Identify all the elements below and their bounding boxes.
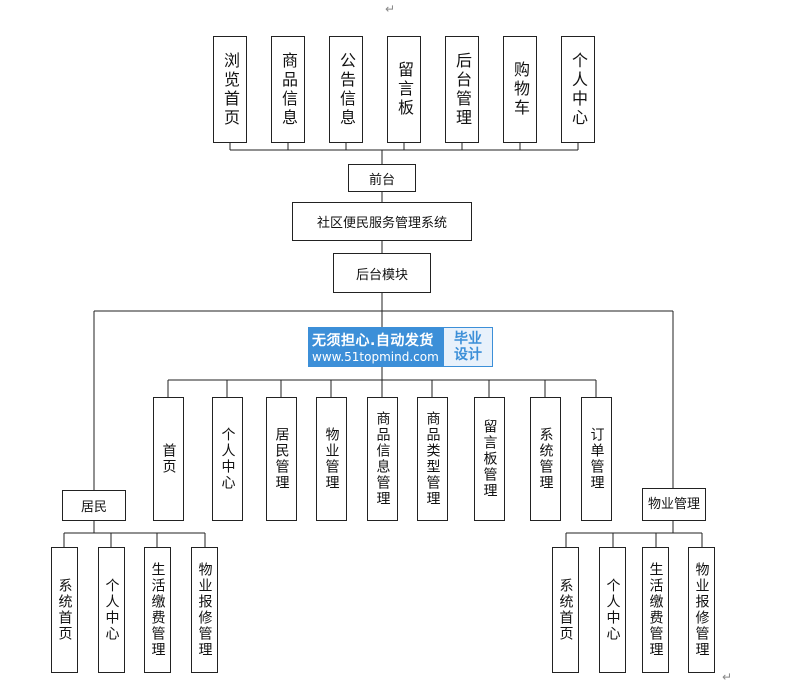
backend-item-property-management: 物业管理 (316, 397, 347, 521)
paragraph-mark-icon: ↵ (385, 2, 396, 16)
property-node: 物业管理 (642, 488, 706, 521)
node-label: 商品类型管理 (424, 411, 441, 507)
node-label: 居民管理 (273, 427, 290, 491)
frontend-item-message-board: 留言板 (387, 36, 421, 143)
node-label: 前台 (368, 172, 395, 188)
frontend-item-backend-management: 后台管理 (445, 36, 479, 143)
node-label: 个人中心 (604, 578, 621, 642)
node-label: 留言板 (395, 61, 414, 118)
frontend-item-shopping-cart: 购物车 (503, 36, 537, 143)
property-item-property-repair: 物业报修管理 (688, 547, 715, 673)
frontend-item-browse-home: 浏览首页 (213, 36, 247, 143)
system-root-node: 社区便民服务管理系统 (292, 202, 472, 241)
node-label: 生活缴费管理 (149, 562, 166, 658)
node-label: 物业管理 (323, 427, 340, 491)
node-label: 商品信息管理 (374, 411, 391, 507)
node-label: 商品信息 (279, 51, 298, 128)
node-label: 系统首页 (557, 578, 574, 642)
watermark-main: 无须担心.自动发货 www.51topmind.com (308, 327, 443, 367)
backend-item-order-management: 订单管理 (581, 397, 612, 521)
watermark-url: www.51topmind.com (312, 350, 439, 364)
node-label: 订单管理 (588, 427, 605, 491)
node-label: 首页 (160, 443, 177, 475)
frontend-node: 前台 (348, 164, 416, 192)
backend-item-personal-center: 个人中心 (212, 397, 243, 521)
property-item-personal-center: 个人中心 (599, 547, 626, 673)
resident-item-living-payment: 生活缴费管理 (144, 547, 171, 673)
node-label: 个人中心 (219, 427, 236, 491)
backend-item-resident-management: 居民管理 (266, 397, 297, 521)
node-label: 个人中心 (103, 578, 120, 642)
watermark-banner: 无须担心.自动发货 www.51topmind.com 毕业 设计 (308, 327, 493, 367)
backend-item-product-info-management: 商品信息管理 (367, 397, 398, 521)
node-label: 居民 (80, 500, 107, 515)
node-label: 物业管理 (647, 497, 700, 512)
property-item-living-payment: 生活缴费管理 (642, 547, 669, 673)
node-label: 系统首页 (56, 578, 73, 642)
backend-node: 后台模块 (333, 253, 431, 293)
paragraph-mark-icon: ↵ (722, 670, 733, 684)
node-label: 系统管理 (537, 427, 554, 491)
resident-node: 居民 (62, 490, 126, 521)
frontend-item-personal-center: 个人中心 (561, 36, 595, 143)
node-label: 社区便民服务管理系统 (316, 216, 447, 231)
node-label: 浏览首页 (221, 51, 240, 128)
watermark-badge-line: 设计 (454, 347, 482, 363)
watermark-badge-line: 毕业 (454, 331, 482, 347)
node-label: 后台模块 (355, 267, 408, 283)
backend-item-product-type-management: 商品类型管理 (417, 397, 448, 521)
node-label: 后台管理 (453, 51, 472, 128)
backend-item-message-board-management: 留言板管理 (474, 397, 505, 521)
resident-item-personal-center: 个人中心 (98, 547, 125, 673)
watermark-slogan: 无须担心.自动发货 (312, 333, 434, 349)
node-label: 个人中心 (569, 51, 588, 128)
node-label: 公告信息 (337, 51, 356, 128)
resident-item-property-repair: 物业报修管理 (191, 547, 218, 673)
backend-item-system-management: 系统管理 (530, 397, 561, 521)
resident-item-system-home: 系统首页 (51, 547, 78, 673)
node-label: 物业报修管理 (693, 562, 710, 658)
node-label: 物业报修管理 (196, 562, 213, 658)
frontend-item-product-info: 商品信息 (271, 36, 305, 143)
backend-item-home: 首页 (153, 397, 184, 521)
property-item-system-home: 系统首页 (552, 547, 579, 673)
watermark-badge: 毕业 设计 (443, 327, 493, 367)
node-label: 留言板管理 (481, 419, 498, 499)
node-label: 购物车 (511, 61, 530, 118)
node-label: 生活缴费管理 (647, 562, 664, 658)
frontend-item-announcements: 公告信息 (329, 36, 363, 143)
